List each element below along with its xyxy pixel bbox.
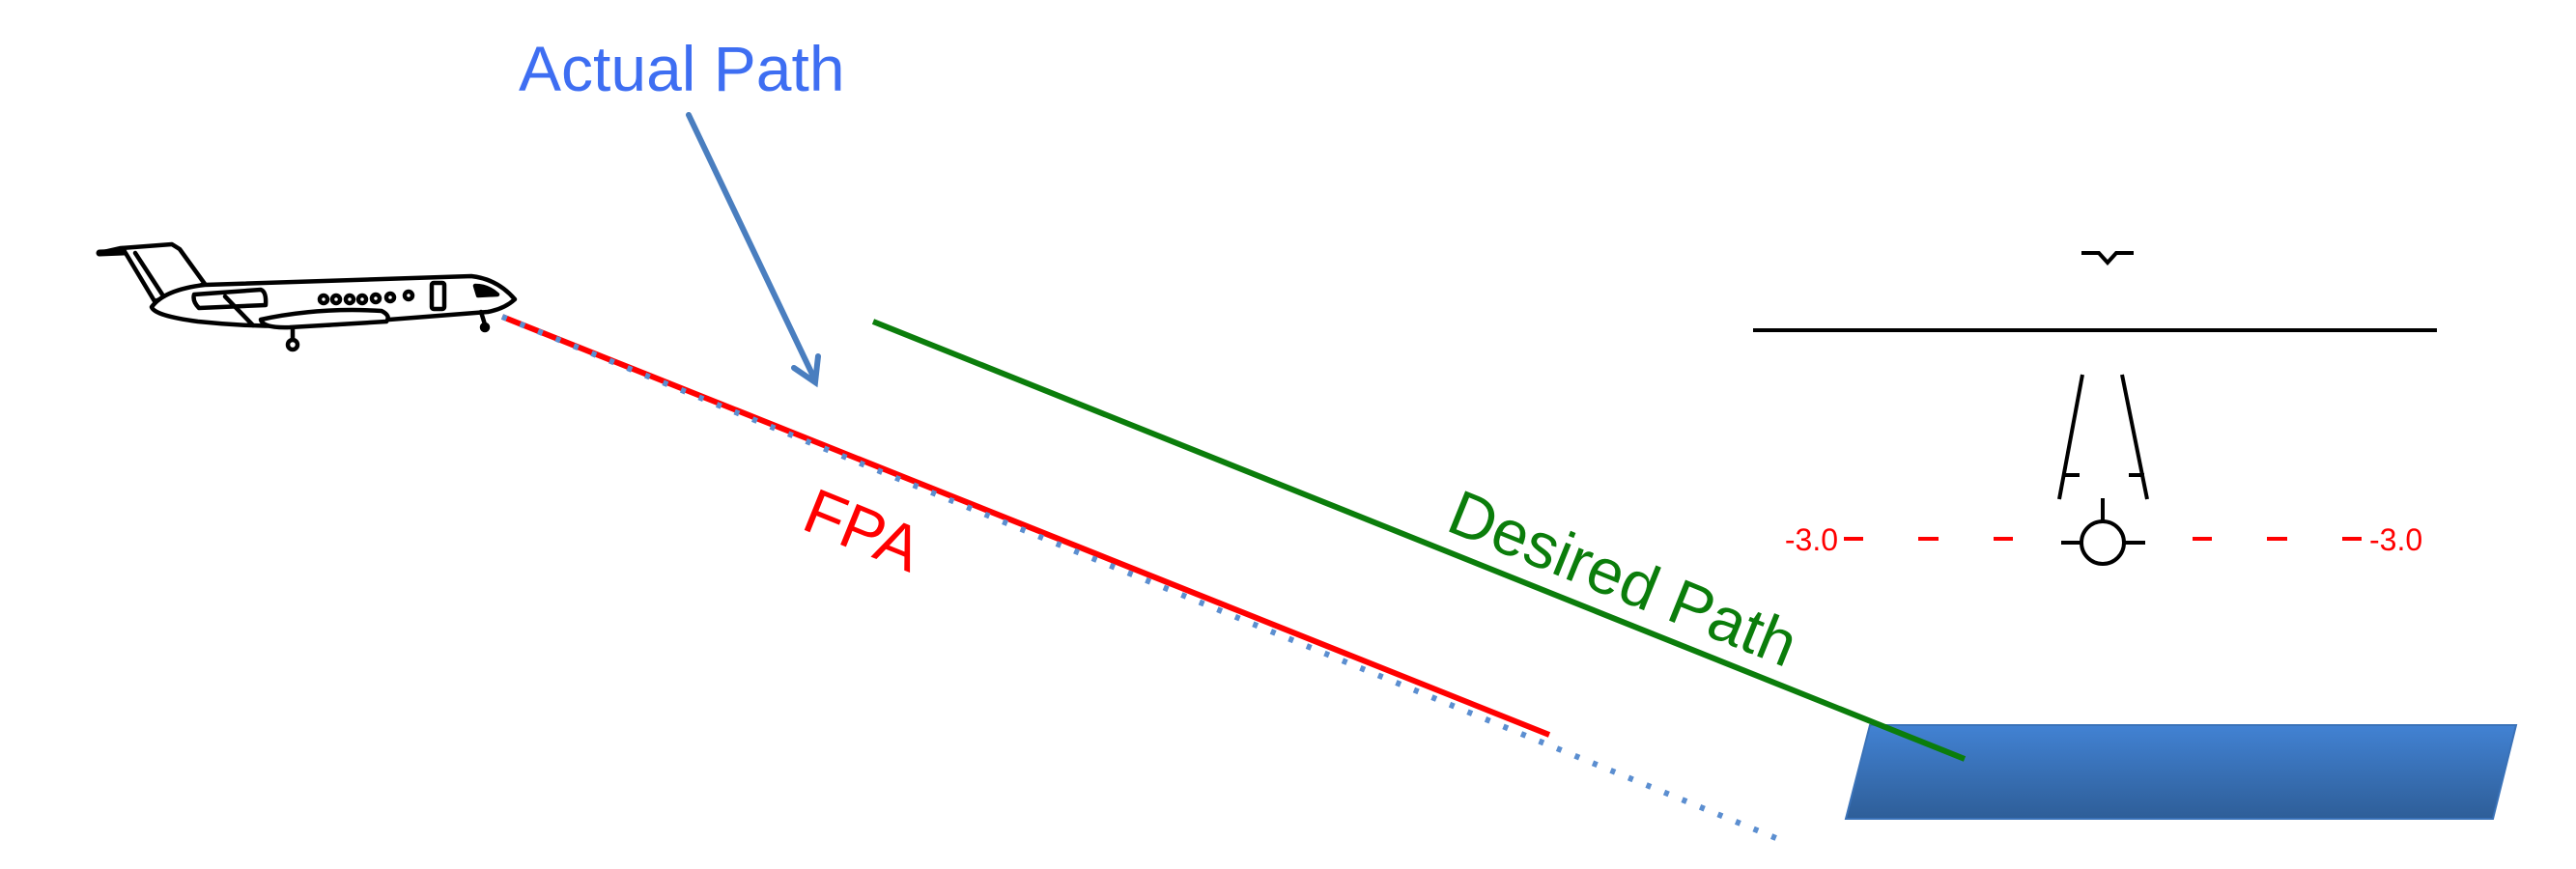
runway (1844, 724, 2518, 820)
fpa-line (500, 314, 1551, 738)
actual-path-arrow (686, 112, 821, 388)
flight-path-vector-icon (2061, 498, 2145, 566)
hud-symbology (1753, 251, 2437, 566)
glideslope-tramlines (2057, 374, 2149, 500)
airplane-icon (96, 241, 518, 352)
desired-path-line (871, 319, 1967, 762)
pitch-label-right: -3.0 (2369, 522, 2422, 557)
flight-path-marker-caret-icon (2081, 251, 2134, 266)
actual-path-label: Actual Path (519, 33, 845, 104)
fpa-label: FPA (795, 474, 932, 585)
pitch-label-left: -3.0 (1785, 522, 1838, 557)
desired-path-label: Desired Path (1439, 476, 1807, 681)
